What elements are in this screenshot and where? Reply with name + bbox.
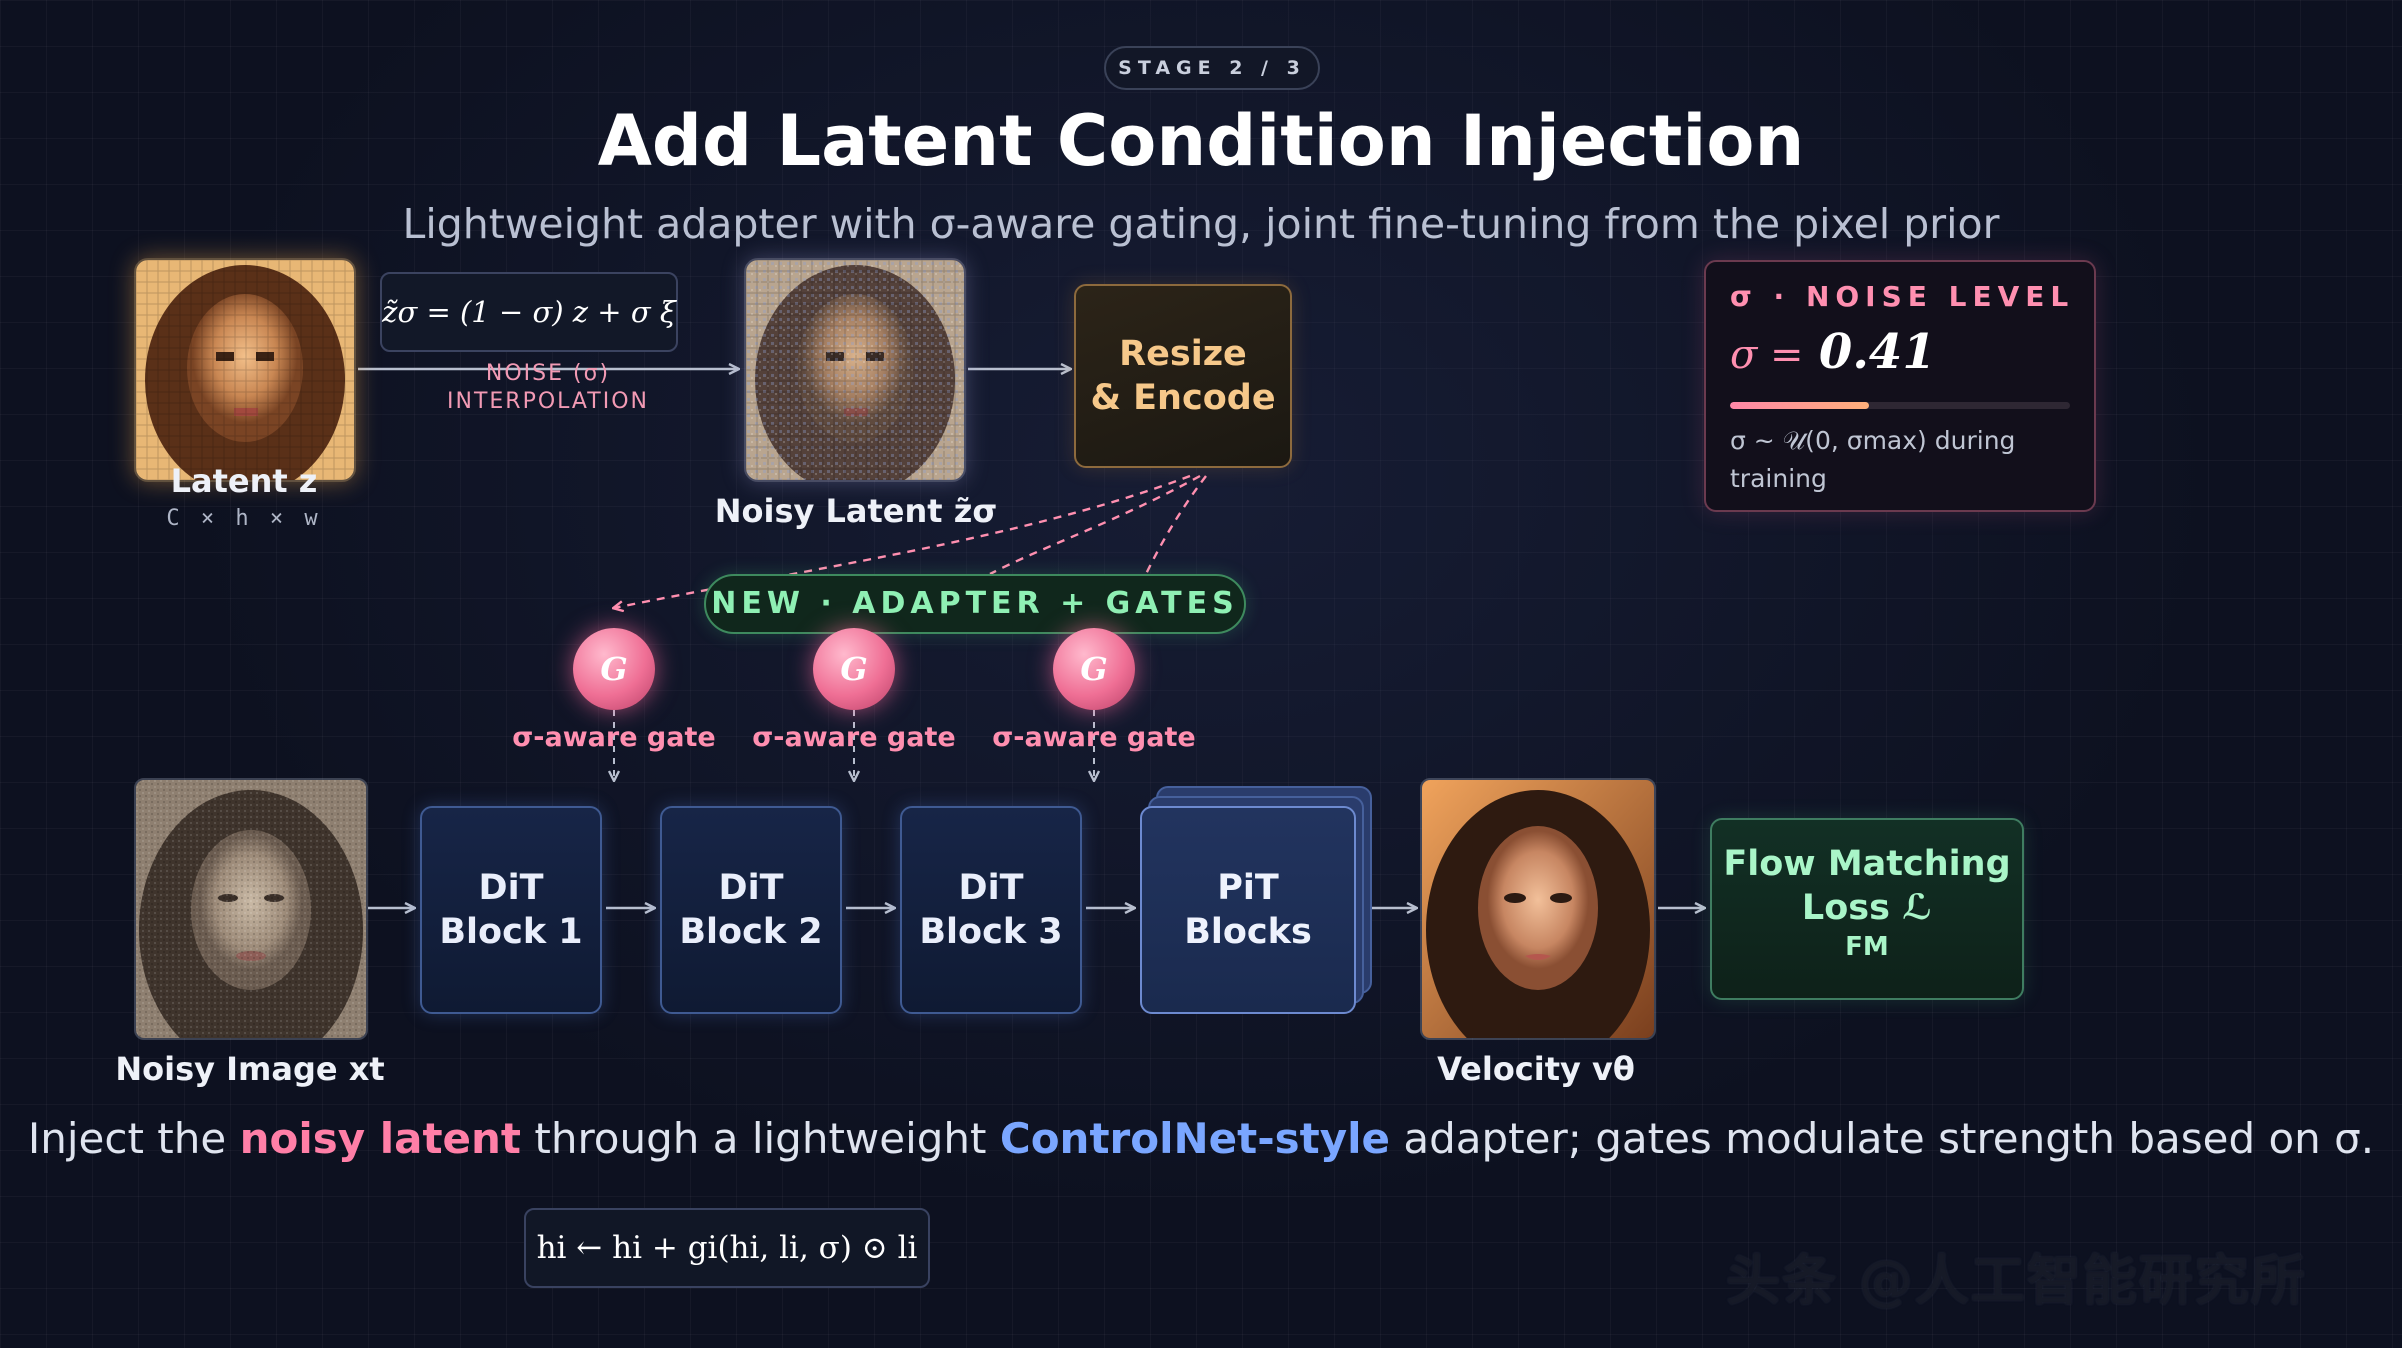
- noise-level-card: σ · NOISE LEVEL σ = 0.41 σ ~ 𝒰(0, σmax) …: [1704, 260, 2096, 512]
- adapter-badge: NEW · ADAPTER + GATES: [704, 574, 1246, 634]
- caption: Inject the noisy latent through a lightw…: [0, 1114, 2402, 1163]
- loss-line2: Loss ℒ: [1801, 888, 1933, 928]
- noise-level-value: σ = 0.41: [1730, 324, 1936, 380]
- sigma-symbol: σ =: [1730, 332, 1804, 378]
- noisy-latent-label: Noisy Latent z̃σ: [714, 492, 998, 530]
- noise-level-bar: [1730, 402, 2070, 409]
- resize-encode-box: Resize & Encode: [1074, 284, 1292, 468]
- loss-line3: FM: [1845, 932, 1889, 962]
- dit-block-3-line2: Block 3: [919, 912, 1063, 952]
- latent-dims: C × h × w: [166, 506, 322, 531]
- caption-middle: through a lightweight: [521, 1114, 1000, 1163]
- noisy-image: [134, 778, 368, 1040]
- interpolation-label-line2: INTERPOLATION: [447, 389, 649, 414]
- dit-block-2-line2: Block 2: [679, 912, 823, 952]
- encoder-line1: Resize: [1119, 334, 1247, 374]
- interpolation-formula: z̃σ = (1 − σ) z + σ ξ: [380, 272, 678, 352]
- update-equation: hi ← hi + gi(hi, li, σ) ⊙ li: [524, 1208, 930, 1288]
- caption-highlight-controlnet: ControlNet-style: [999, 1114, 1390, 1163]
- dashed-feed-1: [614, 474, 1191, 608]
- caption-highlight-noisy-latent: noisy latent: [239, 1114, 522, 1163]
- stage-badge: STAGE 2 / 3: [1104, 46, 1320, 90]
- caption-prefix: Inject the: [27, 1114, 240, 1163]
- noisy-latent-image: [744, 258, 966, 482]
- noise-level-note: σ ~ 𝒰(0, σmax) during training: [1730, 426, 2016, 493]
- loss-line1: Flow Matching: [1723, 844, 2011, 884]
- gate-label-3: σ-aware gate: [992, 722, 1196, 753]
- pit-line1: PiT: [1217, 868, 1279, 908]
- gate-1: G: [573, 628, 655, 710]
- dit-block-3-line1: DiT: [958, 868, 1024, 908]
- latent-z-label: Latent z: [170, 462, 318, 500]
- dit-block-1-line1: DiT: [478, 868, 544, 908]
- dit-block-2-line1: DiT: [718, 868, 784, 908]
- dashed-feed-3: [1144, 475, 1207, 575]
- noisy-image-label: Noisy Image xt: [115, 1050, 385, 1088]
- dashed-feed-2: [989, 474, 1201, 576]
- sigma-value: 0.41: [1818, 324, 1936, 380]
- interpolation-label: NOISE (σ) INTERPOLATION: [408, 360, 688, 416]
- gate-label-2: σ-aware gate: [752, 722, 956, 753]
- noise-level-bar-fill: [1730, 402, 1870, 409]
- interpolation-label-line1: NOISE (σ): [485, 361, 611, 386]
- dit-block-1-line2: Block 1: [439, 912, 583, 952]
- pit-line2: Blocks: [1184, 912, 1312, 952]
- flow-matching-loss-box: Flow Matching Loss ℒ FM: [1710, 818, 2024, 1000]
- noise-level-title: σ · NOISE LEVEL: [1730, 280, 2075, 313]
- latent-z-image: [134, 258, 356, 482]
- watermark: 头条 @人工智能研究所: [1726, 1249, 2307, 1312]
- page-title: Add Latent Condition Injection: [597, 100, 1805, 182]
- encoder-line2: & Encode: [1090, 378, 1276, 418]
- caption-suffix: adapter; gates modulate strength based o…: [1389, 1114, 2375, 1163]
- gate-2: G: [813, 628, 895, 710]
- velocity-image: [1420, 778, 1656, 1040]
- page-subtitle: Lightweight adapter with σ-aware gating,…: [402, 200, 2000, 248]
- velocity-label: Velocity vθ: [1437, 1050, 1635, 1088]
- gate-label-1: σ-aware gate: [512, 722, 716, 753]
- gate-3: G: [1053, 628, 1135, 710]
